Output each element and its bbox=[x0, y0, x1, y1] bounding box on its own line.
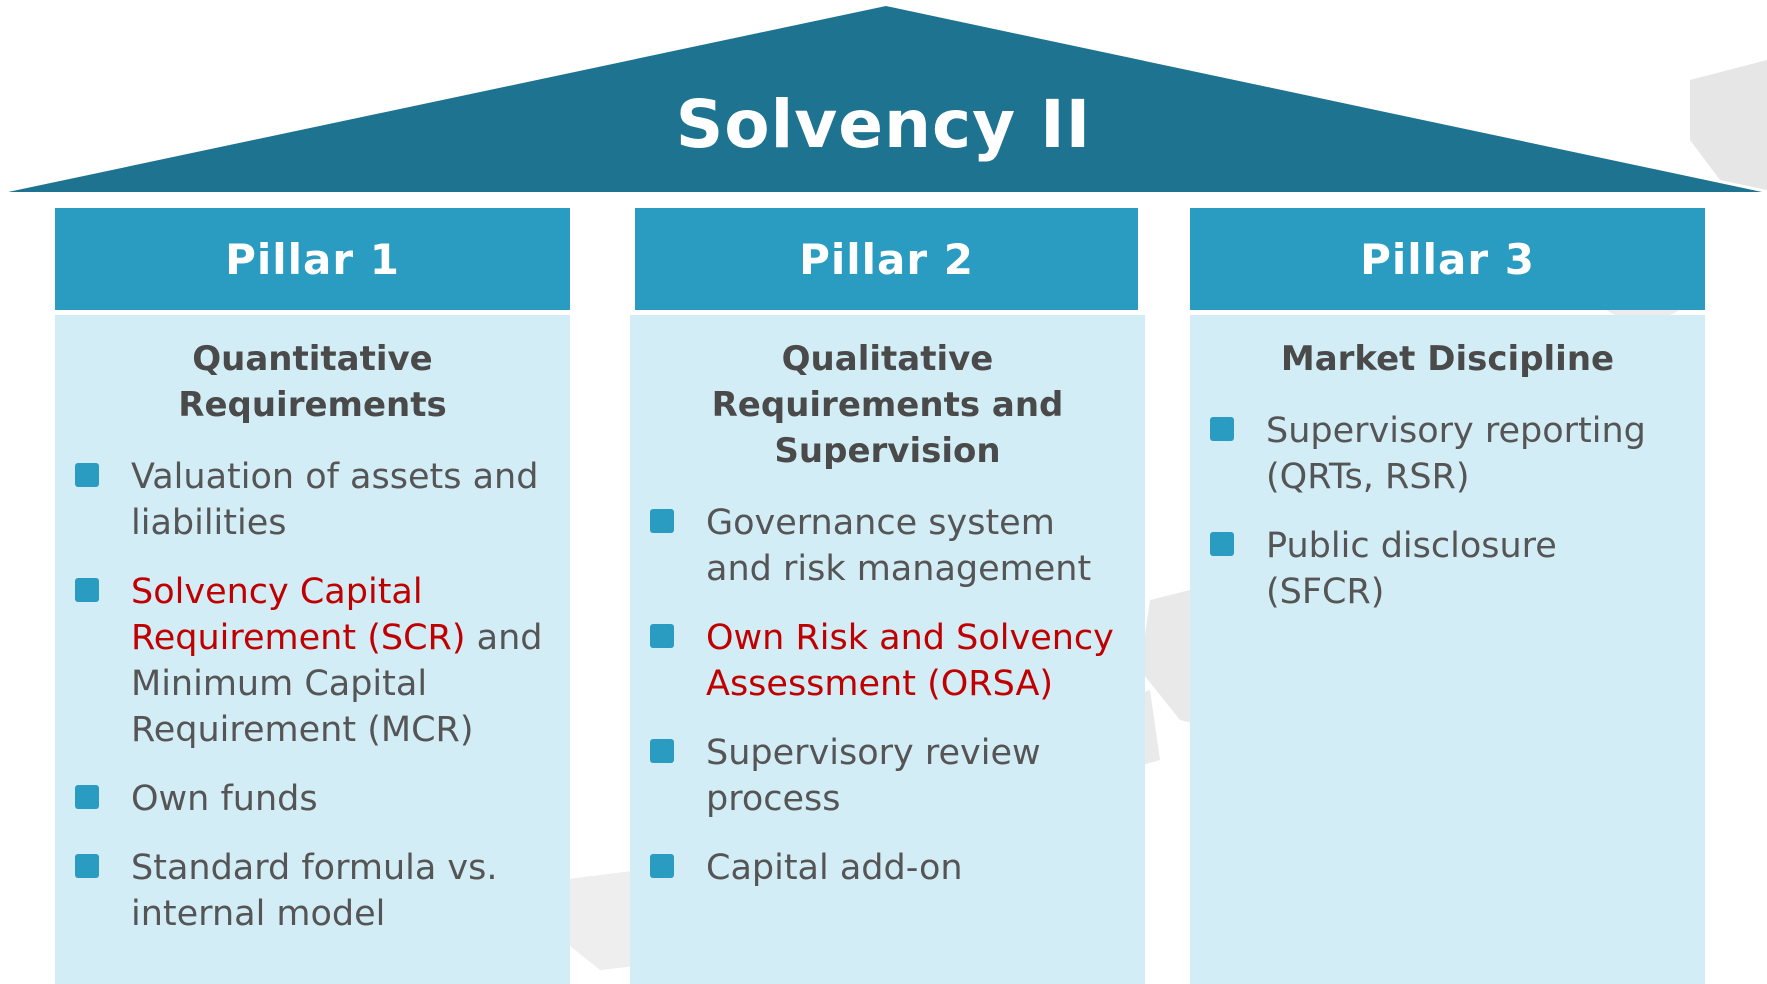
list-item: Solvency Capital Requirement (SCR) and M… bbox=[75, 569, 550, 753]
square-bullet-icon bbox=[75, 854, 99, 878]
square-bullet-icon bbox=[75, 463, 99, 487]
list-item: Standard formula vs. internal model bbox=[75, 845, 550, 937]
list-item: Supervisory reporting (QRTs, RSR) bbox=[1210, 408, 1685, 500]
pillar-2-list: Governance system and risk management Ow… bbox=[630, 500, 1145, 891]
roof-shape bbox=[8, 6, 1762, 192]
pillar-1-heading: Quantitative Requirements bbox=[178, 339, 447, 425]
list-item: Supervisory review process bbox=[650, 730, 1125, 822]
list-item: Own Risk and Solvency Assessment (ORSA) bbox=[650, 615, 1125, 707]
square-bullet-icon bbox=[650, 624, 674, 648]
pillar-2-body: Qualitative Requirements and Supervision… bbox=[630, 315, 1145, 984]
square-bullet-icon bbox=[1210, 417, 1234, 441]
pillar-3-heading: Market Discipline bbox=[1280, 339, 1615, 379]
highlighted-term: Solvency Capital Requirement (SCR) bbox=[131, 572, 466, 658]
list-item: Valuation of assets and liabilities bbox=[75, 454, 550, 546]
list-item: Own funds bbox=[75, 776, 550, 822]
page-title: Solvency II bbox=[675, 86, 1092, 163]
square-bullet-icon bbox=[75, 785, 99, 809]
square-bullet-icon bbox=[650, 854, 674, 878]
square-bullet-icon bbox=[650, 509, 674, 533]
highlighted-term: Own Risk and Solvency Assessment (ORSA) bbox=[706, 618, 1114, 704]
pillar-3-header: Pillar 3 bbox=[1190, 208, 1705, 310]
pillar-2-header: Pillar 2 bbox=[635, 208, 1138, 310]
pillar-1-list: Valuation of assets and liabilities Solv… bbox=[55, 454, 570, 937]
square-bullet-icon bbox=[650, 739, 674, 763]
square-bullet-icon bbox=[1210, 532, 1234, 556]
roof-triangle bbox=[8, 6, 1762, 192]
list-item: Governance system and risk management bbox=[650, 500, 1125, 592]
pillar-2-heading: Qualitative Requirements and Supervision bbox=[711, 339, 1064, 471]
list-item: Capital add-on bbox=[650, 845, 1125, 891]
square-bullet-icon bbox=[75, 578, 99, 602]
list-item: Public disclosure (SFCR) bbox=[1210, 523, 1685, 615]
pillar-3-body: Market Discipline Supervisory reporting … bbox=[1190, 315, 1705, 984]
pillar-3-list: Supervisory reporting (QRTs, RSR) Public… bbox=[1190, 408, 1705, 615]
pillar-1-header: Pillar 1 bbox=[55, 208, 570, 310]
pillar-1-body: Quantitative Requirements Valuation of a… bbox=[55, 315, 570, 984]
